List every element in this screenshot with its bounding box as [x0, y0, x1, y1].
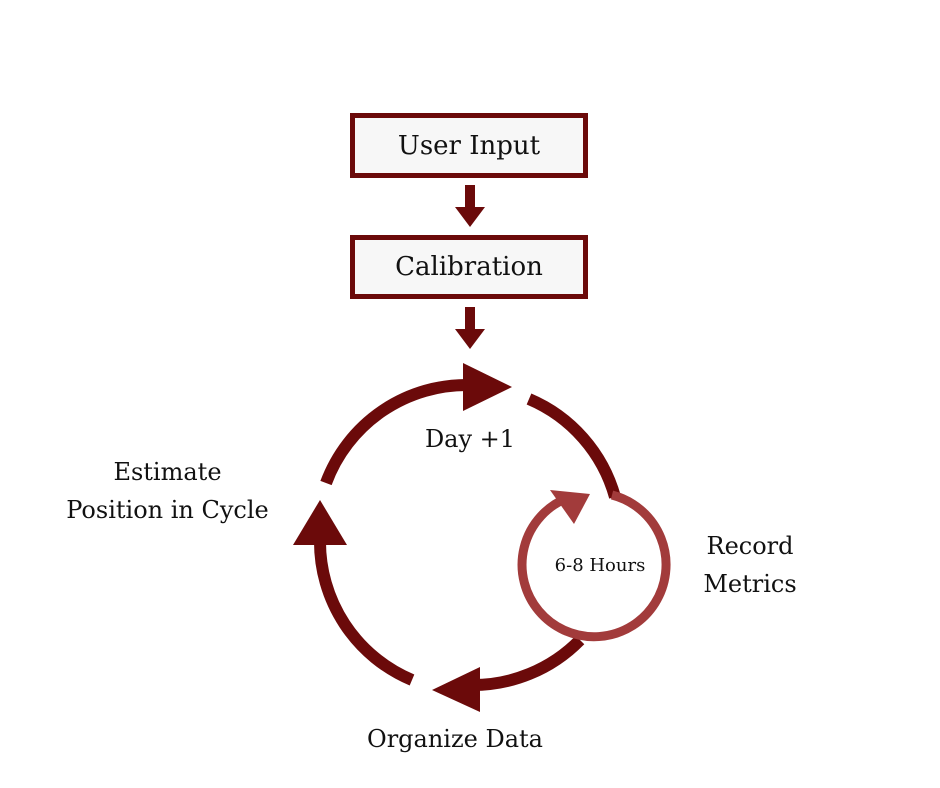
record-line-1: Record [706, 532, 794, 560]
estimate-line-2: Position in Cycle [66, 496, 269, 525]
cycle-arc-top-left [320, 378, 471, 486]
estimate-line-1: Estimate [113, 458, 222, 486]
cycle-arc-bottom-left [313, 539, 415, 686]
inner-loop-label: 6-8 Hours [554, 555, 646, 576]
cycle-arrow-up [293, 500, 347, 545]
user-input-label: User Input [397, 130, 541, 161]
record-line-2: Metrics [703, 570, 797, 599]
cycle-arrow-right [463, 363, 512, 411]
arrow-userinput-to-calibration [455, 185, 485, 227]
organize-label: Organize Data [367, 725, 543, 753]
arrow-calibration-to-cycle [455, 307, 485, 349]
inner-loop-arrow [550, 490, 590, 524]
user-input-box: User Input [350, 113, 588, 178]
cycle-arc-bottom-right [469, 635, 585, 692]
estimate-label: Estimate Position in Cycle [30, 453, 305, 530]
inner-loop-circle [517, 490, 671, 642]
day-label: Day +1 [424, 425, 516, 453]
cycle-arc-top-right [526, 393, 621, 499]
calibration-box: Calibration [350, 235, 588, 299]
calibration-label: Calibration [395, 252, 543, 282]
record-label: Record Metrics [680, 527, 820, 604]
cycle-arrow-left [432, 667, 480, 712]
